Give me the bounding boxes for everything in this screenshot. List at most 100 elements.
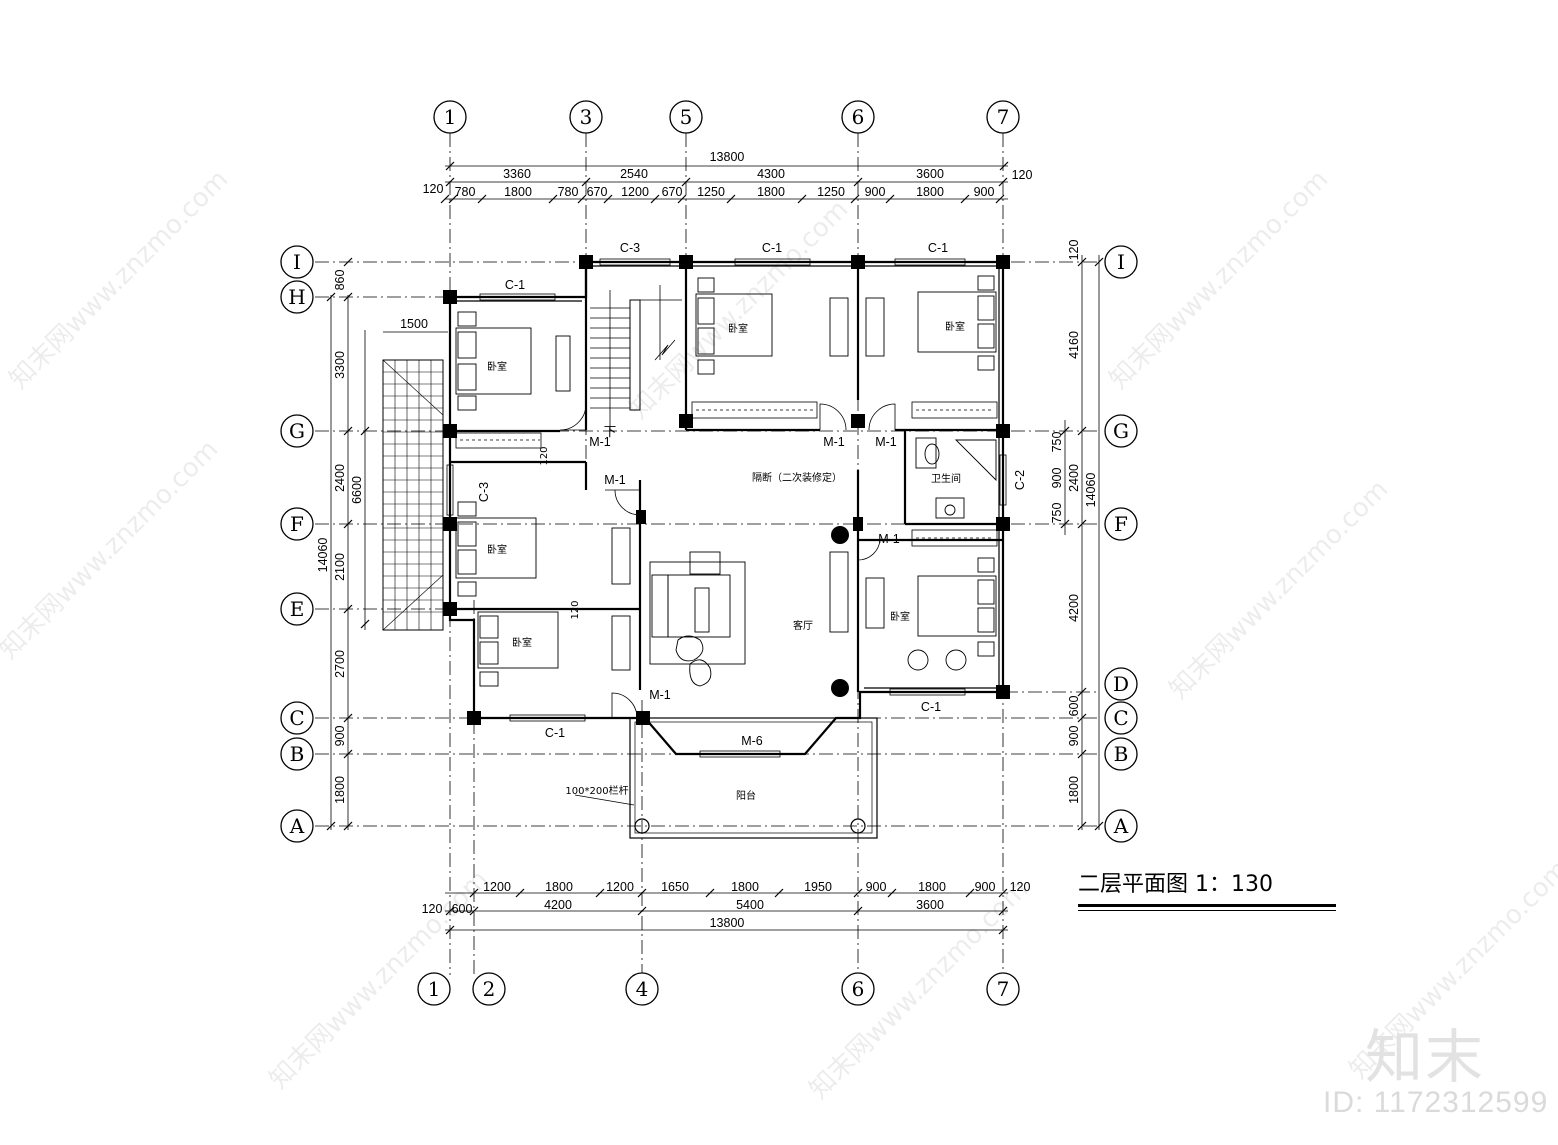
axis-label-left: E xyxy=(290,597,305,621)
doors: M-1 M-1 M-1 M-1 M-1 M-1 M-6 xyxy=(559,403,900,748)
dim-left: 2700 xyxy=(333,650,347,678)
door-tag: M-1 xyxy=(875,435,897,449)
dim-bottom: 900 xyxy=(975,880,996,894)
furniture xyxy=(455,275,997,687)
dim-top-detail: 670 xyxy=(587,185,608,199)
drawing-title-block: 二层平面图 1：130 xyxy=(1078,866,1336,911)
dim-terrace-width: 1500 xyxy=(400,317,428,331)
stair-direction-label: 下 xyxy=(604,425,617,439)
dim-left: 860 xyxy=(333,270,347,291)
dim-right: 600 xyxy=(1067,696,1081,717)
roof-tile-area xyxy=(382,359,444,631)
dim-bottom: 1200 xyxy=(483,880,511,894)
dim-bottom: 1800 xyxy=(731,880,759,894)
room-label: 卧室 xyxy=(945,320,965,333)
axis-label-top: 3 xyxy=(580,105,593,129)
dim-bottom: 1200 xyxy=(606,880,634,894)
dim-bottom: 1800 xyxy=(545,880,573,894)
door-tag: M-1 xyxy=(589,435,611,449)
dim-right: 120 xyxy=(1067,240,1081,261)
dimension-chain-bottom: 1200 1800 1200 1650 1800 1950 900 1800 9… xyxy=(422,880,1031,935)
window-tag: C-1 xyxy=(545,726,565,740)
dim-top-detail: 780 xyxy=(455,185,476,199)
axis-label-right: A xyxy=(1113,814,1129,838)
dim-bottom: 120 xyxy=(1010,880,1031,894)
room-label: 客厅 xyxy=(793,619,813,632)
axis-bubbles-bottom: 1 2 4 6 7 xyxy=(417,972,1020,1006)
drawing-title: 二层平面图 1：130 xyxy=(1078,872,1273,897)
axis-grid xyxy=(315,133,1100,975)
axis-label-left: G xyxy=(289,419,305,443)
dim-bottom: 1800 xyxy=(918,880,946,894)
partition-note: 隔断（二次装修定） xyxy=(752,471,842,484)
dim-left: 2400 xyxy=(333,464,347,492)
wardrobes xyxy=(455,401,998,547)
dim-bottom-total: 13800 xyxy=(710,916,745,930)
dim-right-mid: 2400 xyxy=(1067,464,1081,492)
watermark: 知末网www.znzmo.com xyxy=(1164,474,1395,705)
window-tag: C-1 xyxy=(928,241,948,255)
door-tag: M-1 xyxy=(649,688,671,702)
dim-top-detail: 780 xyxy=(558,185,579,199)
dim-right: 4200 xyxy=(1067,594,1081,622)
door-tag: M-1 xyxy=(823,435,845,449)
room-labels: 卧室 卧室 卧室 卧室 卧室 卧室 客厅 卫生间 阳台 隔断（二次装修定） 10… xyxy=(487,320,965,802)
axis-label-top: 1 xyxy=(444,105,457,129)
wall-thickness-note: 120 xyxy=(570,600,581,619)
dim-bottom-detail: 600 xyxy=(452,902,473,916)
room-label: 卧室 xyxy=(487,543,507,556)
dim-top-detail: 1800 xyxy=(504,185,532,199)
dim-top-detail: 1250 xyxy=(817,185,845,199)
dim-top-detail: 1250 xyxy=(697,185,725,199)
dim-top-detail: 120 xyxy=(1012,168,1033,182)
dim-bottom-detail: 4200 xyxy=(544,898,572,912)
dim-right: 750 xyxy=(1050,432,1064,453)
watermark: 知末网www.znzmo.com xyxy=(1104,164,1335,395)
watermark: 知末网www.znzmo.com xyxy=(264,864,495,1095)
dim-left-mid: 6600 xyxy=(350,476,364,504)
window-tag: C-3 xyxy=(620,241,640,255)
balcony xyxy=(574,717,878,839)
windows: C-3 C-1 C-1 C-1 C-3 C-2 C-1 C-1 xyxy=(446,241,1027,758)
dim-bottom: 1950 xyxy=(804,880,832,894)
axis-label-left: B xyxy=(290,742,305,766)
dim-right: 750 xyxy=(1050,503,1064,524)
axis-label-bottom: 7 xyxy=(997,977,1010,1001)
watermark-layer: 知末网www.znzmo.com 知末网www.znzmo.com 知末网www… xyxy=(0,164,1558,1105)
door-tag: M-6 xyxy=(741,734,763,748)
axis-label-left: C xyxy=(289,706,304,730)
room-label: 卧室 xyxy=(890,610,910,623)
dim-left: 900 xyxy=(333,726,347,747)
dim-bottom-detail: 3600 xyxy=(916,898,944,912)
wall-thickness-note: 120 xyxy=(539,446,550,465)
door-tag: M-1 xyxy=(878,532,900,546)
dim-top: 3600 xyxy=(916,167,944,181)
axis-label-bottom: 4 xyxy=(636,977,649,1001)
axis-label-top: 5 xyxy=(680,105,693,129)
axis-label-left: A xyxy=(289,814,305,838)
watermark: 知末网www.znzmo.com xyxy=(624,194,855,425)
dim-top-detail: 900 xyxy=(974,185,995,199)
window-tag: C-1 xyxy=(762,241,782,255)
axis-label-left: F xyxy=(290,512,304,536)
dim-top-detail: 1200 xyxy=(621,185,649,199)
dim-right-total: 14060 xyxy=(1084,473,1098,508)
dim-top-detail: 1800 xyxy=(757,185,785,199)
image-id-label: ID: 1172312599 xyxy=(1323,1086,1549,1119)
dim-right: 900 xyxy=(1067,726,1081,747)
axis-label-right: D xyxy=(1113,672,1129,696)
dim-right: 900 xyxy=(1050,468,1064,489)
axis-label-right: F xyxy=(1114,512,1128,536)
axis-label-left: H xyxy=(288,285,305,309)
dim-left: 3300 xyxy=(333,351,347,379)
door-tag: M-1 xyxy=(604,473,626,487)
dim-right: 1800 xyxy=(1067,776,1081,804)
dim-left-total: 14060 xyxy=(316,538,330,573)
dim-top-detail: 900 xyxy=(865,185,886,199)
dim-bottom: 900 xyxy=(866,880,887,894)
axis-label-bottom: 2 xyxy=(483,977,496,1001)
axis-label-top: 7 xyxy=(997,105,1010,129)
room-label: 卫生间 xyxy=(931,472,961,485)
dimension-chain-left: 860 3300 2400 2100 2700 900 1800 6600 14… xyxy=(316,257,448,831)
axis-label-right: Ⅰ xyxy=(1117,250,1125,274)
